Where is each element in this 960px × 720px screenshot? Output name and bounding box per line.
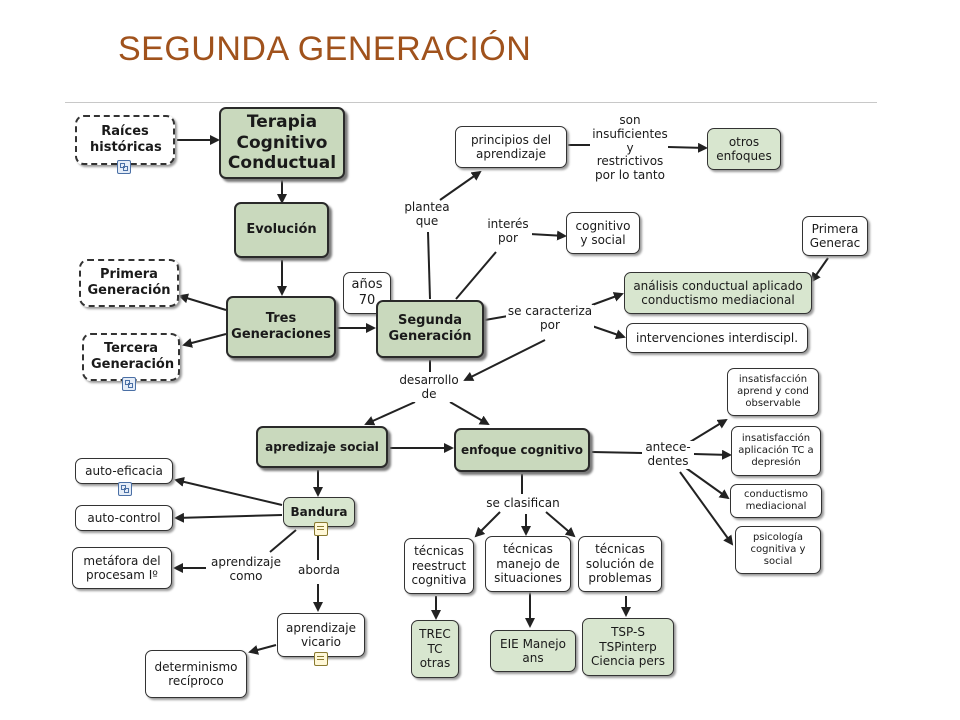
- node-tecnicas-solucion[interactable]: técnicas solución de problemas: [578, 536, 662, 592]
- node-insatisfaccion-depresion[interactable]: insatisfacción aplicación TC a depresión: [731, 426, 821, 476]
- link-antecedentes-insat1: [689, 418, 728, 443]
- link-caracteriza-intervenciones: [591, 325, 626, 340]
- node-primera-generacion[interactable]: Primera Generación: [79, 259, 179, 307]
- label-aborda: aborda: [296, 563, 342, 578]
- link-plantea-principios: [439, 170, 482, 201]
- label-antecedentes: antece- dentes: [642, 440, 694, 469]
- node-insatisfaccion-aprend[interactable]: insatisfacción aprend y cond observable: [727, 368, 819, 416]
- label-se-caracteriza-por: se caracteriza por: [506, 304, 594, 333]
- node-evolucion[interactable]: Evolución: [234, 202, 329, 258]
- document-link-icon[interactable]: [314, 522, 328, 536]
- node-tecnicas-reestruct[interactable]: técnicas reestruct cognitiva: [404, 538, 474, 594]
- node-tsp[interactable]: TSP-S TSPinterp Ciencia pers: [582, 618, 674, 676]
- node-terapia-cognitivo-conductual[interactable]: Terapia Cognitivo Conductual: [219, 107, 345, 179]
- node-raices-historicas[interactable]: Raíces históricas: [75, 115, 175, 165]
- link-segunda-interes: [455, 251, 497, 300]
- node-cognitivo-social[interactable]: cognitivo y social: [566, 212, 640, 254]
- concept-map-link-icon[interactable]: [118, 482, 132, 496]
- link-vicario-determinismo: [248, 644, 277, 655]
- link-bandura-aprendizajecomo: [269, 529, 297, 553]
- link-caracteriza-analisis: [591, 292, 624, 306]
- node-auto-eficacia[interactable]: auto-eficacia: [75, 458, 173, 484]
- node-principios-aprendizaje[interactable]: principios del aprendizaje: [455, 126, 567, 168]
- label-aprendizaje-como: aprendizaje como: [206, 555, 286, 584]
- node-analisis-conductual[interactable]: análisis conductual aplicado conductismo…: [624, 272, 812, 314]
- concept-map-link-icon[interactable]: [122, 377, 136, 391]
- node-intervenciones[interactable]: intervenciones interdiscipl.: [626, 323, 808, 353]
- node-eie[interactable]: EIE Manejo ans: [490, 630, 576, 672]
- label-plantea-que: plantea que: [400, 200, 454, 229]
- label-son-insuficientes: son insuficientes y restrictivos por lo …: [592, 113, 668, 183]
- node-auto-control[interactable]: auto-control: [75, 505, 173, 531]
- node-aprendizaje-vicario[interactable]: aprendizaje vicario: [277, 613, 365, 657]
- node-determinismo[interactable]: determinismo recíproco: [145, 650, 247, 698]
- link-segunda-plantea: [427, 231, 431, 300]
- link-bandura-autocontrol: [174, 512, 283, 523]
- page-title: SEGUNDA GENERACIÓN: [118, 30, 532, 68]
- node-otros-enfoques[interactable]: otros enfoques: [707, 128, 781, 170]
- node-enfoque-cognitivo[interactable]: enfoque cognitivo: [454, 428, 590, 472]
- link-cognitivo-antecedentes: [591, 451, 643, 454]
- link-desarrollo-cognitivo: [449, 401, 490, 426]
- concept-map-link-icon[interactable]: [117, 160, 131, 174]
- node-psicologia-cognitiva[interactable]: psicología cognitiva y social: [735, 526, 821, 574]
- node-tres-generaciones[interactable]: Tres Generaciones: [226, 296, 336, 358]
- link-tres-tercera: [182, 333, 227, 348]
- label-se-clasifican: se clasifican: [482, 496, 564, 511]
- link-caracteriza-desarrollo: [463, 339, 546, 381]
- document-link-icon[interactable]: [314, 652, 328, 666]
- node-conductismo-mediacional[interactable]: conductismo mediacional: [730, 484, 822, 518]
- link-clasifican-solucion: [545, 511, 576, 538]
- link-antecedentes-insat2: [693, 449, 732, 460]
- link-desarrollo-social: [364, 401, 416, 426]
- link-tres-primera: [178, 293, 227, 311]
- node-aprendizaje-social[interactable]: apredizaje social: [256, 426, 388, 468]
- link-interes-cognitivo: [529, 230, 567, 241]
- node-tercera-generacion[interactable]: Tercera Generación: [82, 333, 180, 381]
- label-desarrollo-de: desarrollo de: [396, 373, 462, 402]
- title-divider: [65, 102, 877, 103]
- link-bandura-autoeficacia: [174, 476, 283, 506]
- node-tecnicas-manejo[interactable]: técnicas manejo de situaciones: [485, 536, 571, 592]
- node-primera-generac[interactable]: Primera Generac: [802, 216, 868, 256]
- link-clasifican-reestruct: [474, 511, 501, 538]
- link-antecedentes-conductismo: [685, 467, 730, 500]
- node-metafora[interactable]: metáfora del procesam Iº: [72, 547, 172, 589]
- link-antecedentes-psicologia: [679, 471, 734, 546]
- node-trec[interactable]: TREC TC otras: [411, 620, 459, 678]
- link-segunda-caracteriza: [484, 315, 509, 321]
- node-anios-70[interactable]: años 70: [343, 272, 391, 314]
- link-son-otros: [667, 142, 708, 153]
- label-interes-por: interés por: [484, 217, 532, 246]
- link-primerageneracion-analisis: [810, 257, 829, 283]
- node-segunda-generacion[interactable]: Segunda Generación: [376, 300, 484, 358]
